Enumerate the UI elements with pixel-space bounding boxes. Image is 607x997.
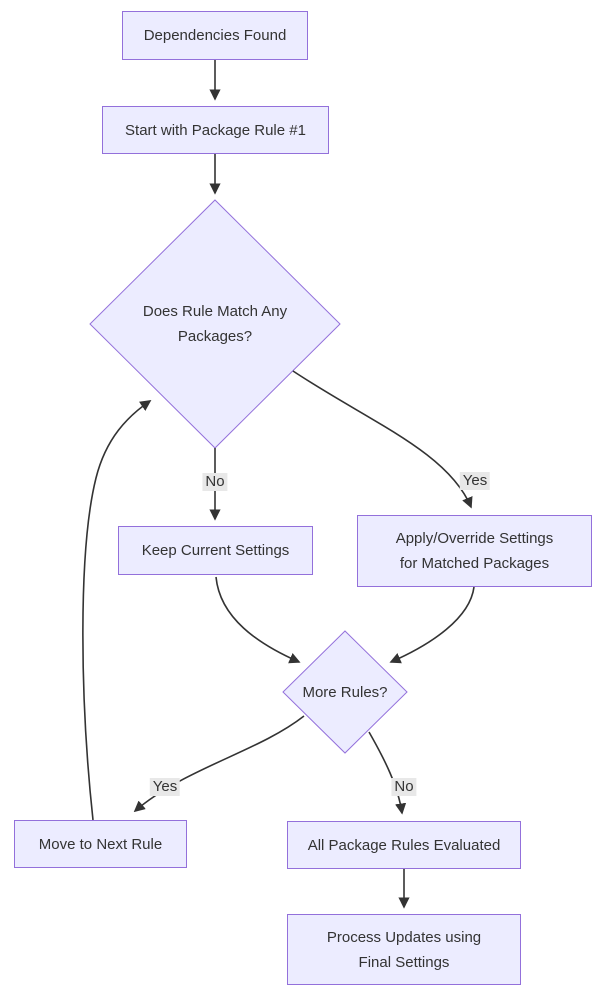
edge-apply-to-morerules: [389, 586, 475, 664]
edge-keep-to-morerules: [215, 576, 301, 664]
decision-more-rules-label: More Rules?: [285, 678, 405, 706]
edge-morerules-yes-to-move: [133, 715, 305, 813]
node-label: Process Updates using: [326, 928, 482, 946]
edge-label-no-morerules: No: [391, 778, 417, 796]
node-keep-current-settings: Keep Current Settings: [118, 526, 313, 575]
node-label: Apply/Override Settings: [395, 530, 554, 547]
decision-more-rules-shape: [282, 630, 408, 754]
node-label: Keep Current Settings: [141, 542, 290, 559]
edge-label-yes-rulematch: Yes: [459, 472, 491, 490]
node-process-updates: Process Updates using Final Settings: [287, 914, 521, 985]
node-label: Final Settings: [358, 953, 450, 971]
node-all-package-rules-evaluated: All Package Rules Evaluated: [287, 821, 521, 869]
edge-move-loop-to-rulematch: [82, 400, 152, 821]
node-move-to-next-rule: Move to Next Rule: [14, 820, 187, 868]
node-label: for Matched Packages: [399, 555, 550, 572]
node-apply-override-settings: Apply/Override Settings for Matched Pack…: [357, 515, 592, 587]
node-label: Does Rule Match Any: [142, 303, 288, 320]
node-label: Packages?: [177, 328, 253, 345]
decision-rule-match-label: Does Rule Match Any Packages?: [125, 288, 305, 360]
edge-label-yes-morerules: Yes: [149, 778, 181, 796]
node-start-with-package-rule-1: Start with Package Rule #1: [102, 106, 329, 154]
edge-label-no-rulematch: No: [202, 473, 228, 491]
node-label: Dependencies Found: [143, 27, 287, 44]
node-label: More Rules?: [302, 683, 388, 701]
edge-morerules-no-to-evaluated: [368, 731, 407, 815]
node-dependencies-found: Dependencies Found: [122, 11, 308, 60]
node-label: Start with Package Rule #1: [125, 121, 306, 139]
node-label: All Package Rules Evaluated: [307, 836, 501, 854]
edge-rulematch-yes-to-apply: [292, 370, 473, 509]
node-label: Move to Next Rule: [38, 835, 163, 853]
